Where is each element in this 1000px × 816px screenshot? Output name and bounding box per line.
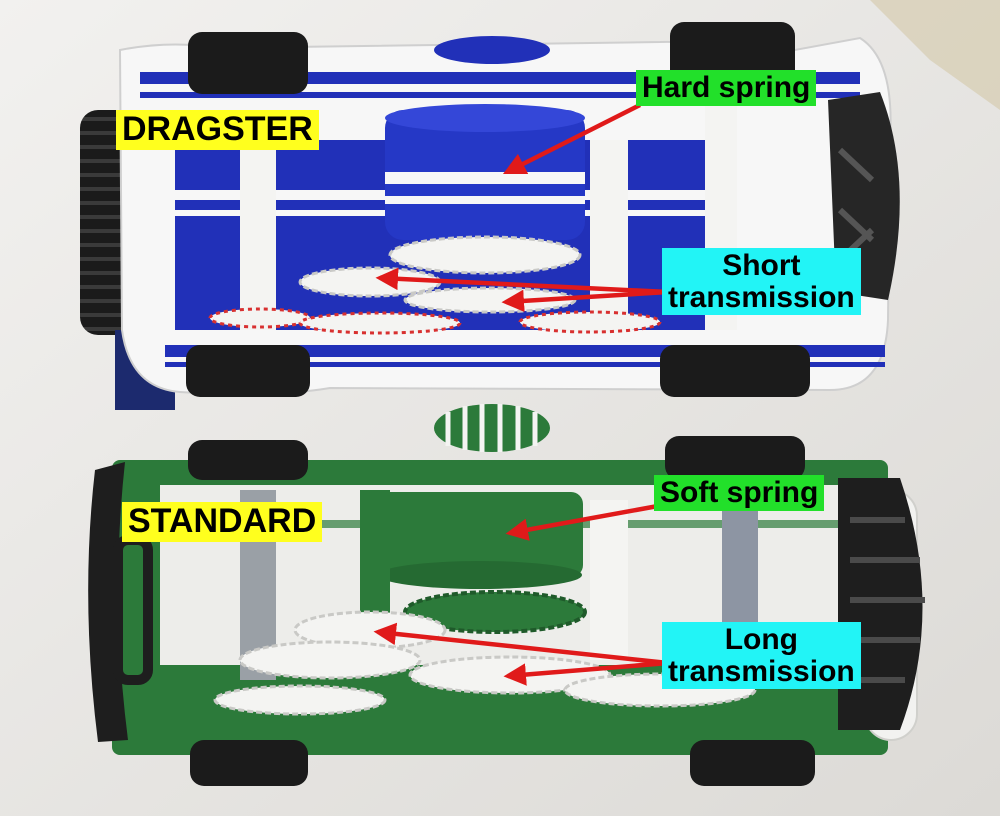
standard-top-knob-stripes	[445, 404, 538, 452]
standard-wheel-top-left	[188, 440, 308, 480]
label-long-transmission-line1: Long	[724, 623, 799, 656]
dragster-wheel-bottom-right	[660, 345, 810, 397]
dragster-pillar-left	[240, 120, 276, 330]
dragster-gear-red-left	[208, 307, 312, 329]
arrow-short-transmission-a	[375, 267, 669, 295]
dragster-top-knob	[434, 36, 550, 64]
dragster-stripe-bottom-2	[165, 362, 885, 367]
standard-pillar-green	[360, 490, 390, 630]
background-shadow	[870, 0, 1000, 110]
dragster-gear-red-right	[518, 310, 662, 334]
dragster-spring-white-band-2	[385, 196, 585, 204]
dragster-spring-drum-top	[385, 104, 585, 132]
standard-car	[88, 404, 925, 786]
standard-gear-white-a	[293, 610, 447, 650]
label-hard-spring: Hard spring	[636, 70, 817, 106]
label-short-transmission: Short transmission	[662, 248, 861, 315]
standard-gear-white-e	[213, 684, 387, 716]
standard-wheel-top-right	[665, 436, 805, 480]
standard-spring-drum	[378, 492, 583, 577]
dragster-gear-red-mid	[298, 311, 462, 335]
label-standard: STANDARD	[122, 502, 323, 542]
dragster-stripe-top-2	[140, 92, 860, 98]
arrow-short-transmission-b	[501, 289, 669, 313]
standard-gear-green	[403, 590, 587, 634]
label-short-transmission-line2: transmission	[668, 280, 855, 314]
standard-gear-white-b	[238, 640, 422, 680]
annotation-arrows	[373, 102, 669, 686]
label-soft-spring: Soft spring	[654, 475, 825, 511]
standard-wheel-bottom-right	[690, 740, 815, 786]
label-long-transmission: Long transmission	[662, 622, 861, 689]
arrow-long-transmission-b	[503, 660, 669, 686]
label-long-transmission-line2: transmission	[668, 654, 855, 688]
arrow-long-transmission-a	[373, 622, 669, 666]
arrow-hard-spring	[502, 102, 642, 175]
label-dragster: DRAGSTER	[116, 110, 319, 150]
dragster-wheel-top-left	[188, 32, 308, 94]
label-short-transmission-line1: Short	[722, 249, 801, 282]
arrow-soft-spring	[505, 503, 659, 541]
standard-front-bumper-grill	[850, 517, 925, 683]
standard-wheel-bottom-left	[190, 740, 308, 786]
dragster-gear-top	[388, 235, 582, 275]
dragster-spring-white-band	[385, 172, 585, 184]
standard-pillar-mid	[590, 500, 628, 660]
standard-front-bumper	[838, 478, 923, 730]
dragster-wheel-bottom-left	[186, 345, 310, 397]
dragster-gear-mid	[403, 286, 577, 314]
standard-spring-drum-bottom	[378, 561, 582, 589]
